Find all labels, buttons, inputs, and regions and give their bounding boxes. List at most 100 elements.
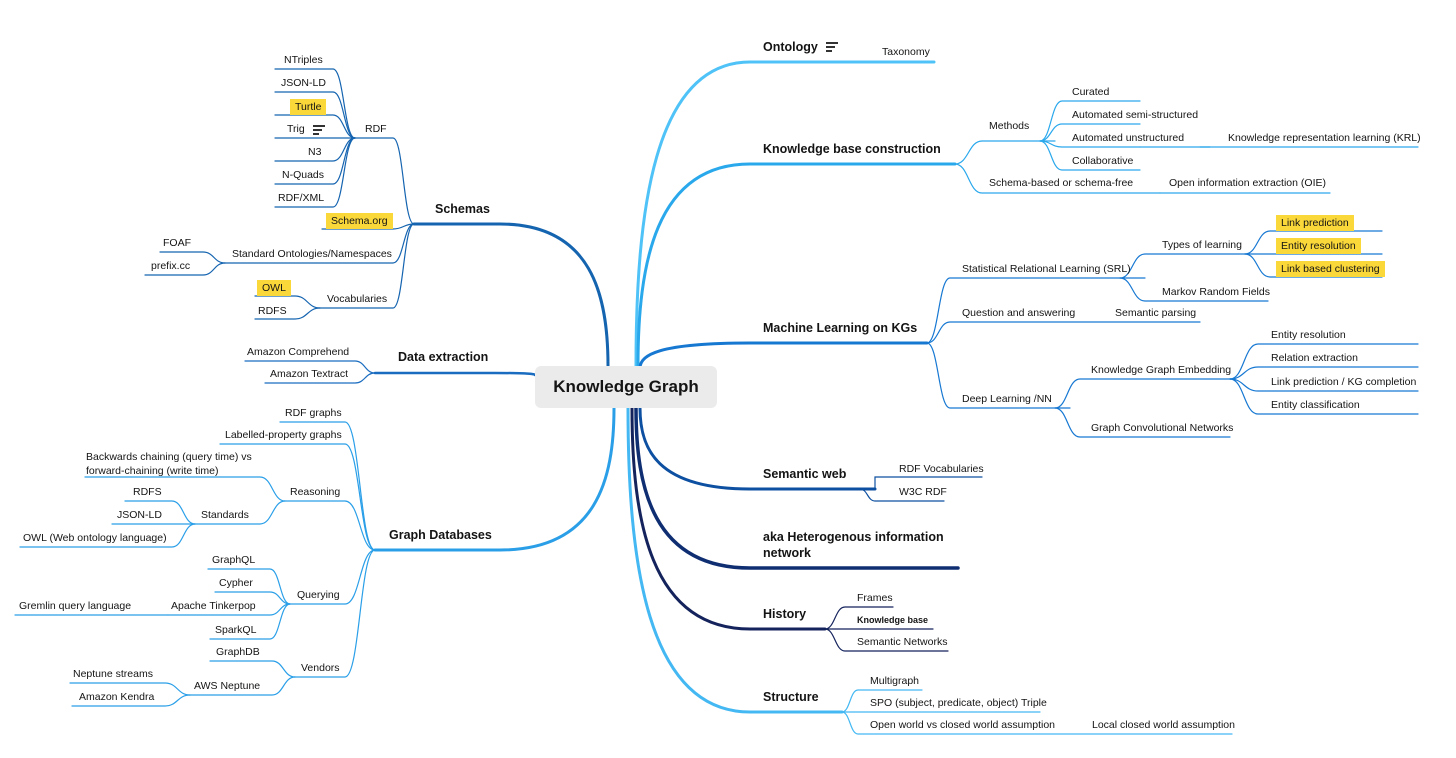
connector-line	[824, 628, 949, 652]
connector-line	[244, 360, 376, 374]
node-question-answering[interactable]: Question and answering	[962, 307, 1076, 319]
connector-line	[321, 223, 415, 230]
node-link-based-clustering[interactable]: Link based clustering	[1276, 261, 1385, 277]
topic-structure[interactable]: Structure	[763, 690, 819, 704]
connector-line	[926, 342, 1071, 409]
node-rdf-graphs[interactable]: RDF graphs	[285, 407, 342, 419]
connector-line	[1119, 277, 1269, 302]
node-reasoning[interactable]: Reasoning	[290, 486, 341, 498]
node-amazon-textract[interactable]: Amazon Textract	[270, 368, 349, 380]
node-json-ld-standard[interactable]: JSON-LD	[117, 509, 162, 521]
node-ntriples[interactable]: NTriples	[284, 54, 323, 66]
node-deep-learning[interactable]: Deep Learning /NN	[962, 393, 1052, 405]
node-trig[interactable]: Trig	[287, 122, 325, 136]
node-local-closed-world[interactable]: Local closed world assumption	[1092, 719, 1235, 731]
node-cypher[interactable]: Cypher	[219, 577, 253, 589]
node-json-ld[interactable]: JSON-LD	[281, 77, 326, 89]
node-markov-random-fields[interactable]: Markov Random Fields	[1162, 286, 1270, 298]
node-amazon-comprehend[interactable]: Amazon Comprehend	[247, 346, 350, 358]
node-entity-classification[interactable]: Entity classification	[1271, 399, 1360, 411]
node-w3c-rdf[interactable]: W3C RDF	[899, 486, 947, 498]
node-knowledge-base[interactable]: Knowledge base	[857, 615, 929, 625]
node-chaining[interactable]: Backwards chaining (query time) vs forwa…	[86, 451, 252, 477]
notes-icon[interactable]	[312, 125, 325, 135]
node-querying[interactable]: Querying	[297, 589, 340, 601]
topic-semantic-web[interactable]: Semantic web	[763, 467, 847, 481]
node-gcn[interactable]: Graph Convolutional Networks	[1091, 422, 1234, 434]
topic-ontology[interactable]: Ontology	[763, 39, 838, 55]
branch-history	[630, 406, 827, 631]
node-neptune-streams[interactable]: Neptune streams	[73, 668, 153, 680]
node-entity-resolution-srl[interactable]: Entity resolution	[1276, 238, 1361, 254]
node-standard-ontologies[interactable]: Standard Ontologies/Namespaces	[232, 248, 392, 260]
topic-schemas[interactable]: Schemas	[435, 202, 490, 216]
node-multigraph[interactable]: Multigraph	[870, 675, 920, 687]
node-schema-org[interactable]: Schema.org	[326, 213, 393, 229]
connector-line	[284, 500, 376, 551]
node-curated[interactable]: Curated	[1072, 86, 1110, 98]
connector-line	[279, 421, 376, 551]
node-prefix-cc[interactable]: prefix.cc	[151, 260, 191, 272]
topic-ml-on-kgs[interactable]: Machine Learning on KGs	[763, 321, 918, 335]
node-taxonomy[interactable]: Taxonomy	[882, 46, 930, 58]
node-foaf[interactable]: FOAF	[163, 237, 191, 249]
node-methods[interactable]: Methods	[989, 120, 1030, 132]
node-graphql[interactable]: GraphQL	[212, 554, 256, 566]
node-gremlin[interactable]: Gremlin query language	[19, 600, 132, 612]
node-aws-neptune[interactable]: AWS Neptune	[194, 680, 261, 692]
node-automated-unstructured[interactable]: Automated unstructured	[1072, 132, 1185, 144]
topic-graph-databases[interactable]: Graph Databases	[389, 528, 492, 542]
node-rdf-xml[interactable]: RDF/XML	[278, 192, 325, 204]
node-amazon-kendra[interactable]: Amazon Kendra	[79, 691, 155, 703]
node-vocabularies[interactable]: Vocabularies	[327, 293, 388, 305]
node-open-world[interactable]: Open world vs closed world assumption	[870, 719, 1056, 731]
branch-aka	[634, 406, 960, 570]
node-rdf-vocabularies[interactable]: RDF Vocabularies	[899, 463, 984, 475]
notes-icon[interactable]	[825, 42, 838, 52]
connector-line	[209, 603, 291, 640]
connector-line	[954, 163, 1161, 194]
node-spo-triple[interactable]: SPO (subject, predicate, object) Triple	[870, 697, 1047, 709]
node-apache-tinkerpop[interactable]: Apache Tinkerpop	[171, 600, 256, 612]
node-types-of-learning[interactable]: Types of learning	[1162, 239, 1242, 251]
node-owl[interactable]: OWL	[257, 280, 291, 296]
node-graphdb[interactable]: GraphDB	[216, 646, 260, 658]
connector-line	[144, 262, 226, 276]
node-schema-based[interactable]: Schema-based or schema-free	[989, 177, 1134, 189]
connector-line	[1039, 100, 1141, 142]
node-entity-resolution-kge[interactable]: Entity resolution	[1271, 329, 1346, 341]
node-oie[interactable]: Open information extraction (OIE)	[1169, 177, 1326, 189]
node-n3[interactable]: N3	[308, 146, 322, 158]
topic-history[interactable]: History	[763, 607, 807, 621]
node-standards[interactable]: Standards	[201, 509, 249, 521]
topic-aka-hin[interactable]: aka Heterogenous information network	[763, 530, 944, 560]
node-sparkql[interactable]: SparkQL	[215, 624, 257, 636]
node-srl[interactable]: Statistical Relational Learning (SRL)	[962, 263, 1131, 275]
connector-line	[209, 660, 296, 678]
connector-line	[1054, 407, 1231, 438]
node-relation-extraction[interactable]: Relation extraction	[1271, 352, 1358, 364]
node-kg-completion[interactable]: Link prediction / KG completion	[1271, 376, 1417, 388]
topic-kb-construction[interactable]: Knowledge base construction	[763, 142, 941, 156]
node-rdf[interactable]: RDF	[365, 123, 387, 135]
node-krl[interactable]: Knowledge representation learning (KRL)	[1228, 132, 1421, 144]
node-rdfs-vocab[interactable]: RDFS	[258, 305, 287, 317]
node-automated-semi-structured[interactable]: Automated semi-structured	[1072, 109, 1199, 121]
node-semantic-networks[interactable]: Semantic Networks	[857, 636, 948, 648]
node-rdfs-standard[interactable]: RDFS	[133, 486, 162, 498]
connector-line	[1244, 253, 1383, 278]
node-vendors[interactable]: Vendors	[301, 662, 340, 674]
connector-line	[926, 277, 1146, 344]
node-collaborative[interactable]: Collaborative	[1072, 155, 1134, 167]
central-topic[interactable]: Knowledge Graph	[535, 366, 717, 408]
node-labelled-property-graphs[interactable]: Labelled-property graphs	[225, 429, 342, 441]
node-turtle[interactable]: Turtle	[290, 99, 327, 115]
node-link-prediction[interactable]: Link prediction	[1276, 215, 1354, 231]
node-n-quads[interactable]: N-Quads	[282, 169, 325, 181]
topic-data-extraction[interactable]: Data extraction	[398, 350, 489, 364]
node-owl-standard[interactable]: OWL (Web ontology language)	[23, 532, 167, 544]
connector-line	[841, 689, 923, 713]
node-kg-embedding[interactable]: Knowledge Graph Embedding	[1091, 364, 1232, 376]
node-semantic-parsing[interactable]: Semantic parsing	[1115, 307, 1197, 319]
node-frames[interactable]: Frames	[857, 592, 893, 604]
